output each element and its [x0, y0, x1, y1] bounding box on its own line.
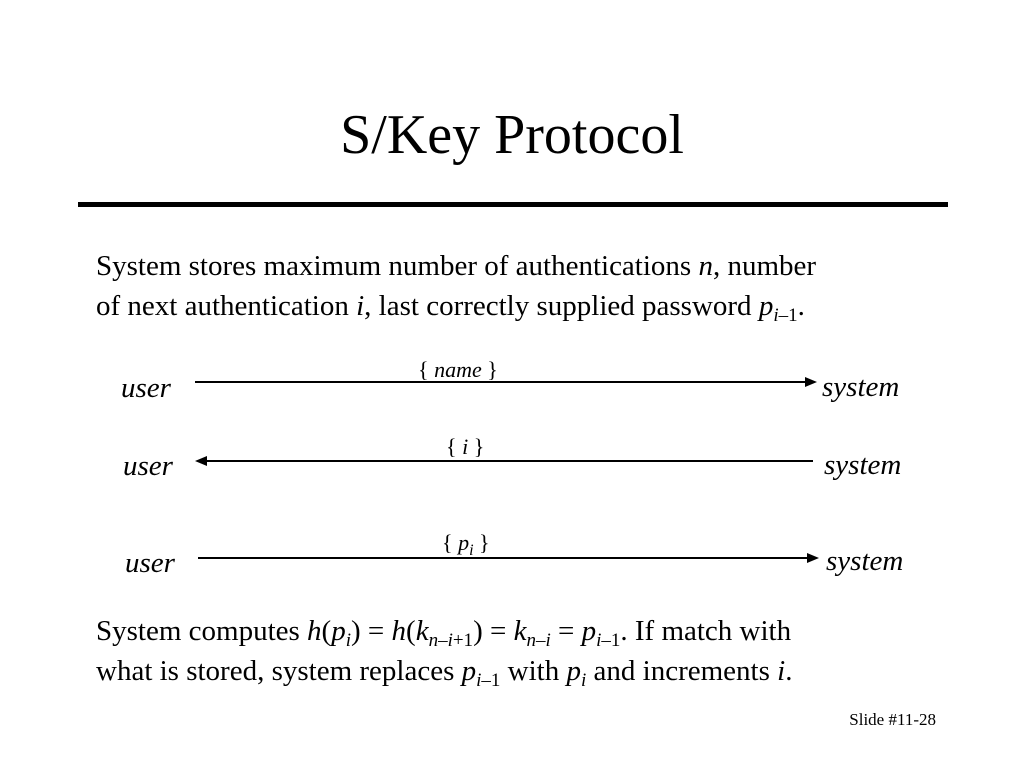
- exchange-3-arrow-line: [198, 557, 807, 559]
- exchange-2-from: user: [123, 450, 173, 482]
- exchange-2-message: { i }: [446, 434, 485, 459]
- exchange-3-to: system: [826, 545, 904, 577]
- exchange-3-from: user: [125, 547, 175, 579]
- result-line-2: what is stored, system replaces pi–1 wit…: [96, 655, 793, 691]
- intro-line-1: System stores maximum number of authenti…: [96, 250, 817, 282]
- exchange-3-message: { pi }: [442, 530, 490, 559]
- exchange-1-arrow-line: [195, 381, 805, 383]
- arrow-right-icon: [805, 377, 817, 387]
- exchange-1-message: { name }: [418, 357, 498, 382]
- title-divider: [78, 202, 948, 207]
- exchange-2-to: system: [824, 449, 902, 481]
- exchange-1-from: user: [121, 372, 171, 404]
- intro-paragraph: System stores maximum number of authenti…: [96, 246, 956, 326]
- slide-number: Slide #11-28: [849, 710, 936, 729]
- arrow-right-icon: [807, 553, 819, 563]
- intro-line-2: of next authentication i, last correctly…: [96, 290, 805, 326]
- exchange-1-to: system: [822, 371, 900, 403]
- result-line-1: System computes h(pi) = h(kn–i+1) = kn–i…: [96, 615, 792, 651]
- result-paragraph: System computes h(pi) = h(kn–i+1) = kn–i…: [96, 611, 956, 691]
- arrow-left-icon: [195, 456, 207, 466]
- exchange-2-arrow-line: [207, 460, 813, 462]
- slide-title: S/Key Protocol: [340, 104, 684, 166]
